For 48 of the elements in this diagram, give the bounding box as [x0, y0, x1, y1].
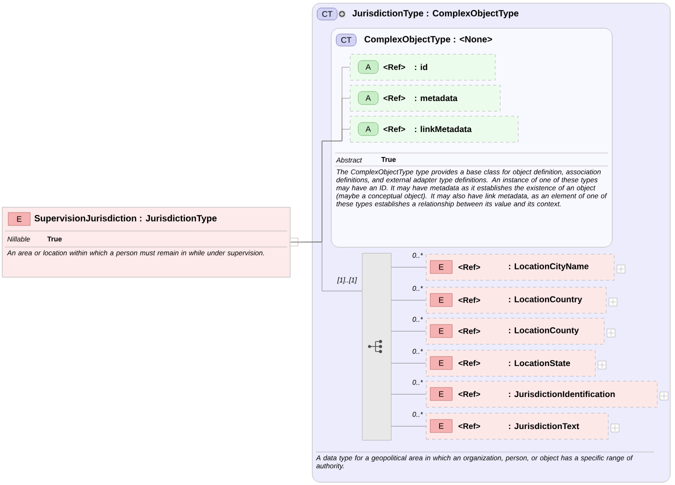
- type-badge: E: [430, 419, 452, 433]
- ref-label: <Ref>: [458, 423, 480, 429]
- connector-line: [290, 242, 362, 292]
- ref-label: <Ref>: [458, 328, 480, 334]
- ref-label: <Ref>: [384, 95, 406, 101]
- element-name: : JurisdictionIdentification: [509, 390, 615, 398]
- type-badge: CT: [336, 34, 356, 46]
- element-box: [426, 413, 608, 440]
- type-badge: E: [8, 212, 30, 226]
- type-badge: CT: [317, 8, 338, 20]
- type-title: ComplexObjectType : <None>: [364, 36, 492, 44]
- connector-line: [391, 331, 426, 332]
- type-title: JurisdictionType : ComplexObjectType: [352, 10, 518, 18]
- connector-line: [391, 267, 426, 268]
- element-box: [2, 207, 290, 278]
- type-badge: E: [430, 324, 452, 338]
- type-badge: A: [358, 91, 378, 105]
- element-name: : LocationCountry: [509, 296, 582, 304]
- element-name: : linkMetadata: [415, 126, 472, 132]
- type-badge: A: [358, 60, 378, 74]
- ref-label: <Ref>: [458, 391, 480, 397]
- type-badge: E: [430, 260, 452, 274]
- element-box: [426, 381, 658, 408]
- attribute-box: [350, 116, 518, 142]
- element-name: : id: [415, 64, 428, 70]
- type-badge: E: [430, 293, 452, 307]
- element-name: : JurisdictionText: [509, 422, 580, 430]
- type-badge: A: [358, 122, 378, 136]
- element-box: [426, 350, 596, 376]
- element-box: [426, 254, 614, 280]
- element-name: : metadata: [415, 94, 458, 102]
- ref-label: <Ref>: [384, 64, 406, 70]
- connector-line: [391, 363, 426, 364]
- element-box: [426, 287, 606, 314]
- element-name: : LocationCounty: [509, 327, 579, 335]
- element-title: SupervisionJurisdiction : JurisdictionType: [34, 214, 217, 224]
- attribute-box: [350, 54, 496, 80]
- element-name: : LocationState: [509, 360, 570, 366]
- element-name: : LocationCityName: [509, 263, 589, 271]
- ref-label: <Ref>: [458, 360, 480, 366]
- type-badge: E: [430, 356, 452, 370]
- ref-label: <Ref>: [384, 126, 406, 132]
- ref-label: <Ref>: [458, 297, 480, 303]
- sequence-compositor: [362, 253, 392, 440]
- element-box: [426, 318, 604, 344]
- ref-label: <Ref>: [458, 264, 480, 270]
- attribute-box: [350, 85, 500, 112]
- type-badge: E: [430, 387, 452, 401]
